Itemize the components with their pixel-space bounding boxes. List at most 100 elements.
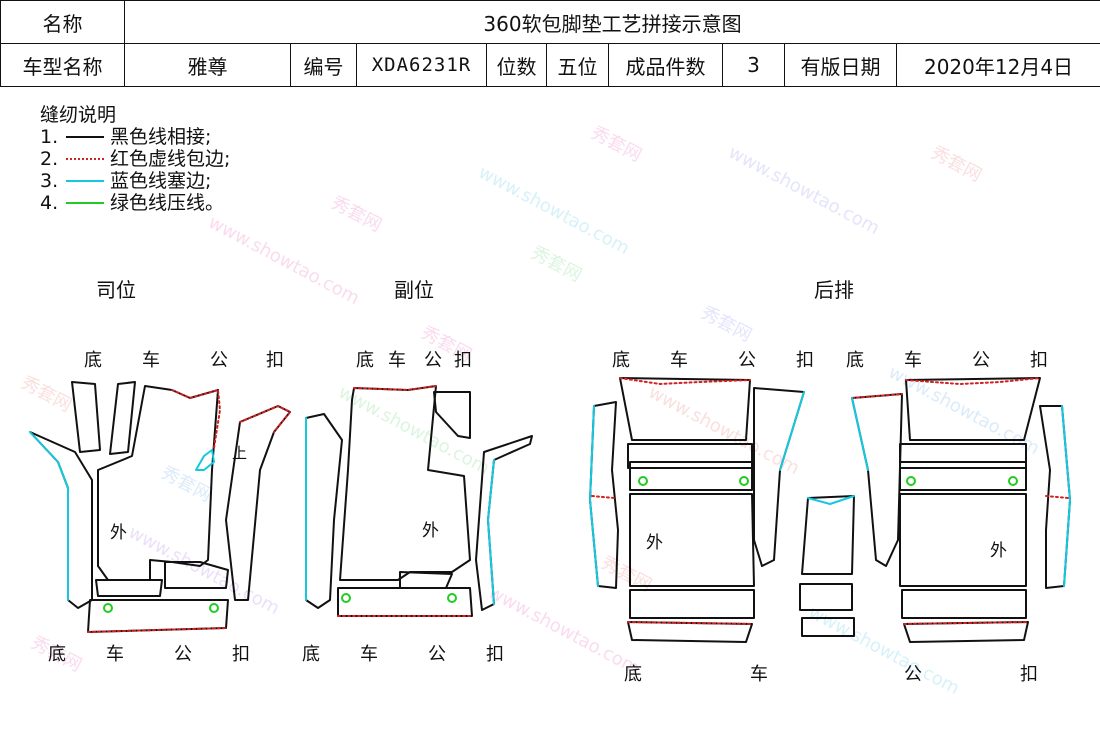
cyan-line-swatch [66, 180, 104, 182]
legend-number: 3. [40, 170, 59, 192]
legend-item: 1. 黑色线相接; [40, 126, 230, 148]
rear-left-band-2 [627, 443, 753, 469]
pieces-value: 3 [722, 43, 785, 87]
spec-header: 名称 360软包脚垫工艺拼接示意图 车型名称 雅尊 编号 XDA6231R 位数… [0, 0, 1100, 88]
model-label: 车型名称 [0, 43, 125, 87]
driver-inner-piece [164, 561, 229, 589]
tunnel-upper [801, 495, 855, 575]
label-gong: 公 [904, 664, 922, 685]
press-line-marker [103, 603, 113, 613]
label-kou: 扣 [232, 644, 250, 665]
press-line-marker [739, 476, 749, 486]
rear-right-bottom-red [903, 621, 1029, 643]
rear-mat-left [589, 377, 805, 643]
passenger-mat [305, 385, 533, 617]
section-title-rear: 后排 [814, 278, 854, 302]
passenger-left-flap [305, 413, 343, 609]
label-che: 车 [360, 644, 378, 665]
rear-right-inner-red [851, 393, 903, 399]
rear-right-side-red [1045, 495, 1069, 499]
label-kou: 扣 [1030, 350, 1048, 371]
rear-right-band-2 [899, 443, 1027, 469]
label-che: 车 [750, 664, 768, 685]
rear-right-main [899, 493, 1027, 587]
label-gong: 公 [738, 350, 756, 371]
pieces-label: 成品件数 [608, 43, 723, 87]
rear-left-outer-flap [589, 401, 619, 589]
black-line-swatch [66, 136, 104, 138]
label-wai: 外 [110, 523, 127, 543]
press-line-marker [447, 593, 457, 603]
tunnel-lower [801, 617, 855, 637]
passenger-bottom-piece [337, 587, 473, 617]
legend-title: 缝纫说明 [40, 104, 117, 126]
label-di: 底 [356, 350, 374, 371]
rear-right-band-bottom [901, 589, 1027, 619]
press-line-marker [209, 603, 219, 613]
driver-mat [29, 381, 291, 633]
driver-top-mid-piece [109, 381, 136, 455]
label-che: 车 [388, 350, 406, 371]
press-line-marker [906, 476, 916, 486]
rear-left-inner-cyan [779, 391, 805, 471]
passenger-top-right-piece [433, 391, 471, 439]
date-label: 有版日期 [784, 43, 897, 87]
driver-main-body [97, 385, 219, 581]
driver-right-flap [225, 405, 291, 601]
red-dotted-swatch [66, 158, 104, 160]
press-line-marker [1008, 476, 1018, 486]
legend-item: 4. 绿色线压线。 [40, 192, 230, 214]
label-di: 底 [612, 350, 630, 371]
rear-right-top-red-edge [905, 377, 1041, 385]
code-value: XDA6231R [356, 43, 487, 87]
rear-left-band-3 [629, 461, 753, 491]
label-che: 车 [904, 350, 922, 371]
legend-item: 2. 红色虚线包边; [40, 148, 230, 170]
code-label: 编号 [290, 43, 357, 87]
driver-notch-cyan [195, 449, 215, 471]
label-di: 底 [624, 664, 642, 685]
rear-right-band-3 [899, 461, 1027, 491]
rear-right-outer-edge-cyan [1061, 405, 1071, 587]
model-value: 雅尊 [124, 43, 291, 87]
label-gong: 公 [428, 644, 446, 665]
driver-top-left-piece [71, 381, 101, 453]
green-line-swatch [66, 202, 104, 204]
rear-left-top-band [619, 377, 751, 441]
driver-left-flap [29, 431, 93, 609]
label-kou: 扣 [454, 350, 472, 371]
legend-text: 红色虚线包边; [110, 148, 231, 170]
driver-left-edge-cyan [29, 431, 69, 601]
driver-bottom-piece [87, 599, 229, 633]
driver-heel-pad [95, 579, 163, 597]
legend-text: 绿色线压线。 [110, 192, 225, 214]
press-line-marker [341, 593, 351, 603]
rear-left-band-bottom [629, 589, 755, 619]
rear-left-outer-edge-cyan [589, 405, 599, 587]
label-wai: 外 [646, 533, 663, 553]
label-di: 底 [48, 644, 66, 665]
label-kou: 扣 [796, 350, 814, 371]
legend-number: 1. [40, 126, 59, 148]
label-kou: 扣 [1020, 664, 1038, 685]
rear-mat-right [851, 377, 1071, 643]
label-di: 底 [302, 644, 320, 665]
label-di: 底 [84, 350, 102, 371]
label-gong: 公 [972, 350, 990, 371]
sewing-legend: 缝纫说明 1. 黑色线相接; 2. 红色虚线包边; 3. 蓝色线塞边; 4. 绿… [40, 104, 230, 214]
rear-right-inner-flap [851, 393, 903, 567]
legend-item: 3. 蓝色线塞边; [40, 170, 230, 192]
rear-left-bottom-red [627, 621, 753, 643]
passenger-main-body [339, 385, 471, 581]
legend-number: 4. [40, 192, 59, 214]
label-gong: 公 [210, 350, 228, 371]
rear-left-bottom-red-edge [627, 621, 753, 625]
label-kou: 扣 [486, 644, 504, 665]
rear-right-bottom-red-edge [903, 621, 1029, 625]
passenger-right-edge-cyan [487, 459, 495, 605]
section-title-driver: 司位 [96, 278, 136, 302]
driver-right-red-edge [239, 405, 291, 433]
label-wai: 外 [990, 541, 1007, 561]
tunnel-mid [799, 583, 853, 611]
